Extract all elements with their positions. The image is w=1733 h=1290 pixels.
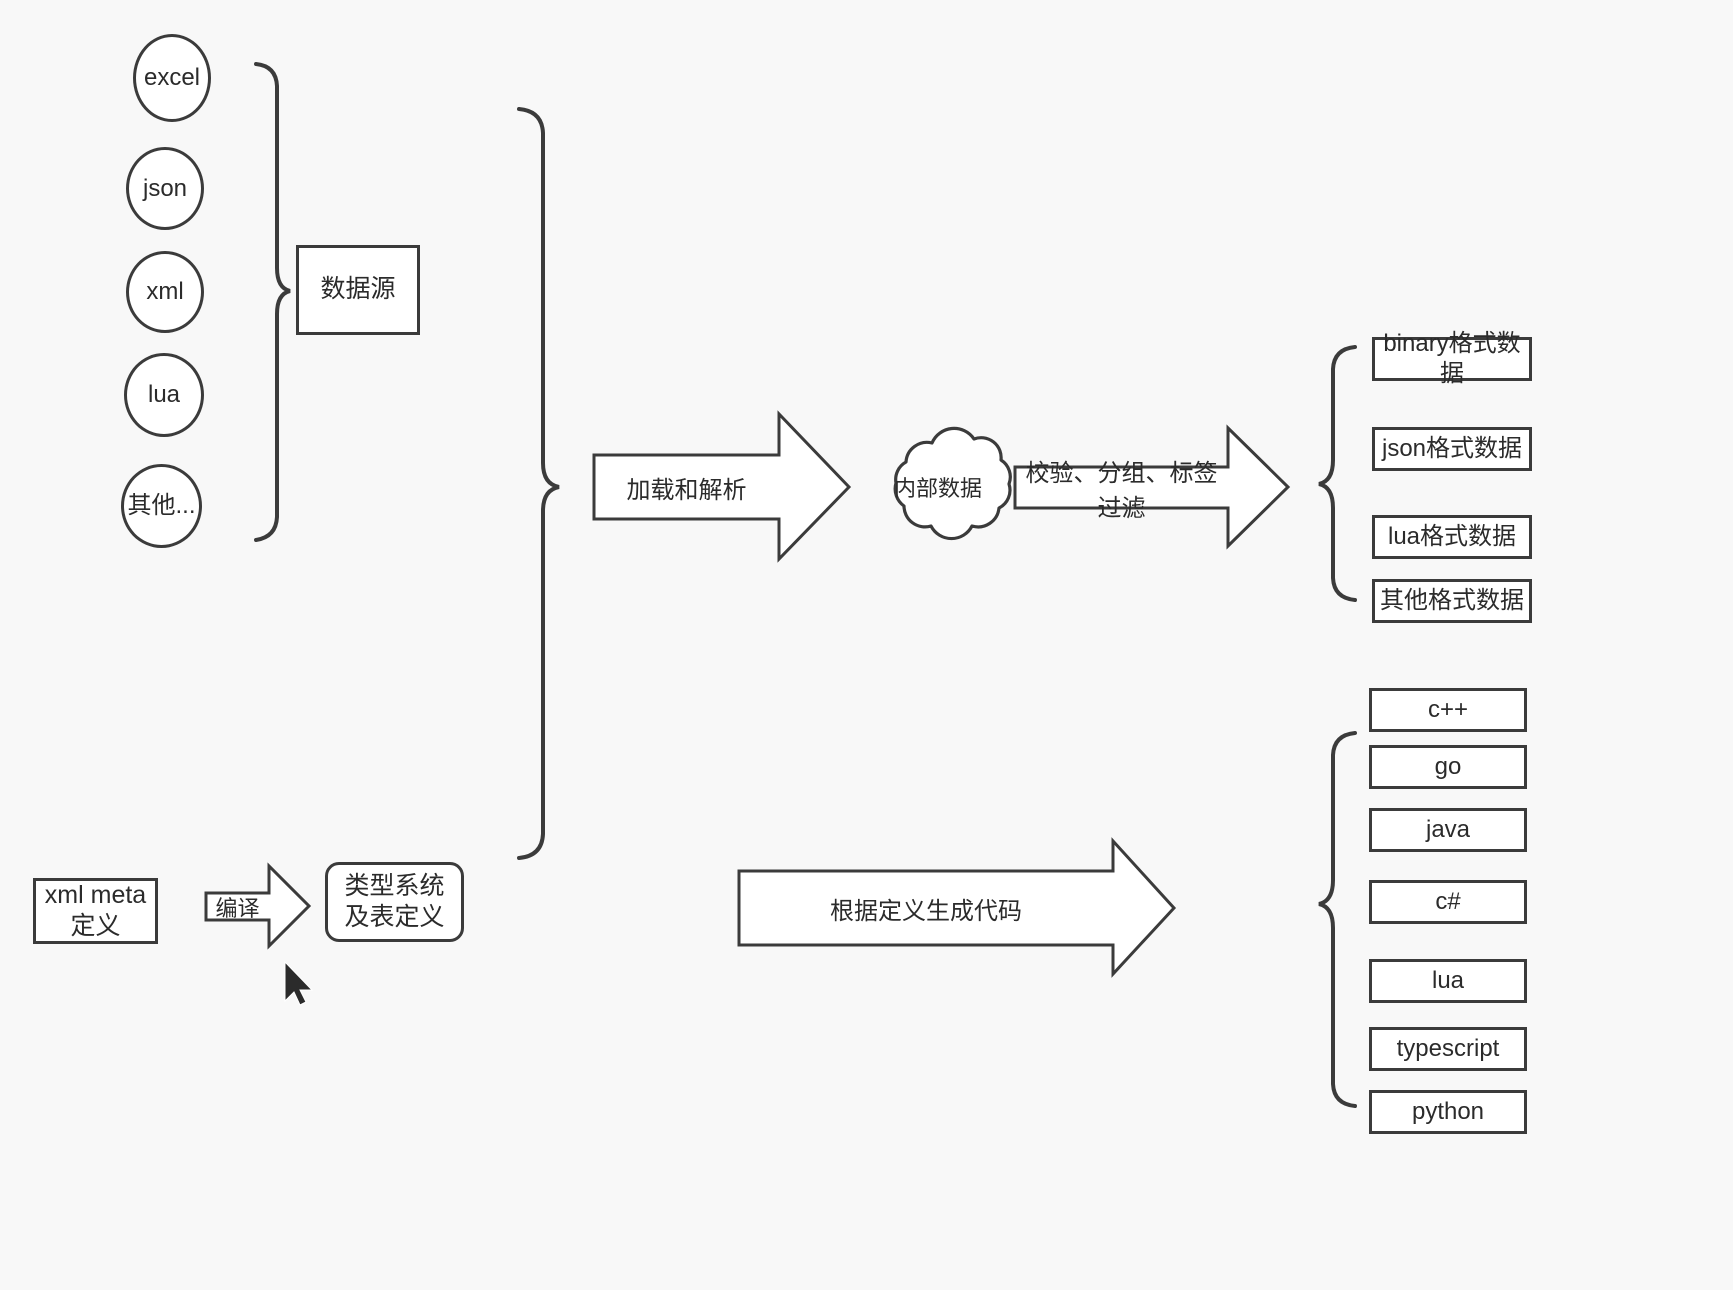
arrow-compile <box>204 862 312 950</box>
source-ellipse-json[interactable]: json <box>126 147 204 230</box>
output-language-cpp[interactable]: c++ <box>1369 688 1527 732</box>
source-label: 其他... <box>127 492 196 519</box>
arrow-load-parse <box>592 410 852 563</box>
output-format-json[interactable]: json格式数据 <box>1372 427 1532 471</box>
xml-meta-definition-label: xml meta定义 <box>44 880 147 940</box>
output-format-label: binary格式数据 <box>1383 330 1521 387</box>
output-language-python[interactable]: python <box>1369 1090 1527 1134</box>
arrow-validate-group-filter <box>1013 424 1291 550</box>
source-ellipse-excel[interactable]: excel <box>133 34 211 122</box>
output-language-typescript[interactable]: typescript <box>1369 1027 1527 1071</box>
source-label: json <box>142 174 188 202</box>
output-format-label: json格式数据 <box>1381 435 1523 462</box>
output-language-lua[interactable]: lua <box>1369 959 1527 1003</box>
source-ellipse-xml[interactable]: xml <box>126 251 204 333</box>
data-source-group-box[interactable]: 数据源 <box>296 245 420 335</box>
type-system-label: 类型系统及表定义 <box>344 871 445 931</box>
output-format-other[interactable]: 其他格式数据 <box>1372 579 1532 623</box>
cloud-internal-data <box>893 426 1012 541</box>
output-language-label: java <box>1425 816 1471 843</box>
arrow-generate-code <box>737 837 1177 978</box>
output-language-go[interactable]: go <box>1369 745 1527 789</box>
xml-meta-definition-box[interactable]: xml meta定义 <box>33 878 158 944</box>
source-label: lua <box>147 381 181 408</box>
output-language-csharp[interactable]: c# <box>1369 880 1527 924</box>
brace-data-formats <box>1318 345 1357 602</box>
brace-data-sources <box>254 62 291 542</box>
mouse-cursor <box>284 960 314 1006</box>
output-language-label: c# <box>1435 888 1461 915</box>
output-language-label: go <box>1434 753 1462 780</box>
source-ellipse-other[interactable]: 其他... <box>121 464 202 548</box>
source-label: xml <box>146 278 184 305</box>
output-format-lua[interactable]: lua格式数据 <box>1372 515 1532 559</box>
output-language-label: lua <box>1431 967 1465 994</box>
output-format-label: 其他格式数据 <box>1380 587 1524 614</box>
brace-inputs <box>517 107 560 860</box>
brace-languages <box>1318 731 1357 1108</box>
data-source-group-label: 数据源 <box>320 275 396 304</box>
source-ellipse-lua[interactable]: lua <box>124 353 204 437</box>
output-language-label: c++ <box>1427 696 1469 723</box>
output-language-label: python <box>1411 1098 1485 1125</box>
type-system-box[interactable]: 类型系统及表定义 <box>325 862 464 942</box>
output-language-label: typescript <box>1396 1035 1500 1062</box>
output-format-binary[interactable]: binary格式数据 <box>1372 330 1532 387</box>
output-format-label: lua格式数据 <box>1387 523 1517 550</box>
output-language-java[interactable]: java <box>1369 808 1527 852</box>
source-label: excel <box>143 64 201 91</box>
